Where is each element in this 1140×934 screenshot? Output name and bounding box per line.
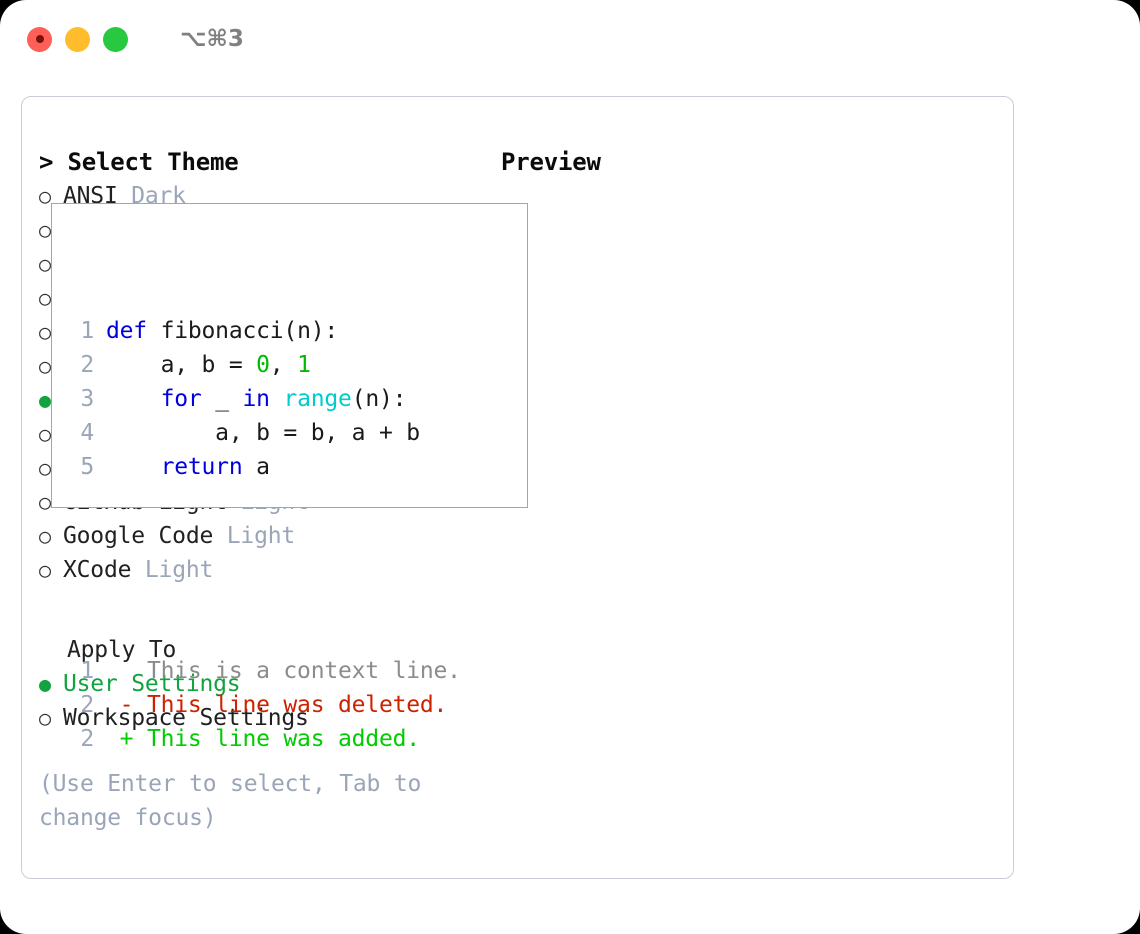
token-kw: in xyxy=(242,386,270,412)
token-num: 1 xyxy=(297,352,311,378)
token-fn: range xyxy=(283,386,352,412)
code-content: def fibonacci(n): xyxy=(106,314,338,348)
token-txt: a, b = xyxy=(106,352,257,378)
diff-line: 2 - This line was deleted. xyxy=(64,688,461,722)
theme-picker-title: > Select Theme xyxy=(39,148,239,176)
radio-unselected-icon: ○ xyxy=(39,456,51,480)
code-line: 3 for _ in range(n): xyxy=(64,382,461,416)
token-txt: (n): xyxy=(351,386,407,412)
code-line: 5 return a xyxy=(64,450,461,484)
theme-option-name: XCode xyxy=(63,557,132,583)
hint-text: (Use Enter to select, Tab to change focu… xyxy=(39,771,422,831)
theme-option[interactable]: ○ XCode Light xyxy=(39,553,479,587)
code-line: 1 def fibonacci(n): xyxy=(64,314,461,348)
token-txt xyxy=(106,454,161,480)
token-txt xyxy=(106,386,161,412)
radio-unselected-icon: ○ xyxy=(39,558,51,582)
apply-to-option[interactable]: ○ Workspace Settings xyxy=(39,701,479,735)
token-ctx: This is a context line. xyxy=(106,658,461,684)
code-line: 2 a, b = 0, 1 xyxy=(64,348,461,382)
radio-unselected-icon: ○ xyxy=(39,354,51,378)
keyboard-shortcut-label: ⌥⌘3 xyxy=(180,26,244,52)
apply-to-option[interactable]: ● User Settings xyxy=(39,667,479,701)
code-content: This is a context line. xyxy=(106,654,461,688)
token-del: - This line was deleted. xyxy=(106,692,448,718)
radio-unselected-icon: ○ xyxy=(39,706,51,730)
radio-unselected-icon: ○ xyxy=(39,320,51,344)
code-content: return a xyxy=(106,450,270,484)
maximize-window-button[interactable] xyxy=(103,26,128,52)
line-number: 2 xyxy=(80,726,94,752)
theme-option[interactable]: ○ Google Code Light xyxy=(39,519,479,553)
apply-to-option-name: Workspace Settings xyxy=(63,705,309,731)
close-window-button[interactable] xyxy=(27,26,52,52)
theme-option-category: Light xyxy=(213,523,296,549)
code-content: a, b = b, a + b xyxy=(106,416,420,450)
code-content: + This line was added. xyxy=(106,722,420,756)
theme-option-name: Google Code xyxy=(63,523,214,549)
token-txt: , xyxy=(269,352,298,378)
line-number: 4 xyxy=(80,420,94,446)
radio-unselected-icon: ○ xyxy=(39,184,51,208)
code-content: for _ in range(n): xyxy=(106,382,407,416)
theme-option-category: Light xyxy=(131,557,214,583)
line-number: 2 xyxy=(80,352,94,378)
minimize-window-button[interactable] xyxy=(65,26,90,52)
token-kw: return xyxy=(160,454,243,480)
preview-title: Preview xyxy=(501,148,601,176)
token-add: + This line was added. xyxy=(106,726,420,752)
line-number: 5 xyxy=(80,454,94,480)
preview-column: Preview xyxy=(501,145,1001,179)
line-number: 1 xyxy=(80,318,94,344)
code-content: - This line was deleted. xyxy=(106,688,448,722)
line-number: 1 xyxy=(80,658,94,684)
diff-line: 1 This is a context line. xyxy=(64,654,461,688)
radio-unselected-icon: ○ xyxy=(39,252,51,276)
token-txt: fibonacci(n): xyxy=(160,318,339,344)
main-panel: > Select Theme ○ANSI Dark○Atom One Dark○… xyxy=(21,96,1014,879)
radio-unselected-icon: ○ xyxy=(39,286,51,310)
token-txt: a xyxy=(242,454,270,480)
token-kw: for xyxy=(160,386,202,412)
diff-line: 2 + This line was added. xyxy=(64,722,461,756)
apply-to-title: Apply To xyxy=(67,637,177,663)
token-txt xyxy=(270,386,284,412)
apply-to-option-name: User Settings xyxy=(63,671,241,697)
radio-unselected-icon: ○ xyxy=(39,218,51,242)
token-kw: def xyxy=(106,318,161,344)
line-number: 2 xyxy=(80,692,94,718)
radio-unselected-icon: ○ xyxy=(39,524,51,548)
radio-selected-icon: ● xyxy=(39,388,51,412)
title-bar: ⌥⌘3 xyxy=(0,0,1140,78)
apply-to-list: ● User Settings ○ Workspace Settings xyxy=(39,667,479,735)
code-gap xyxy=(64,552,461,586)
radio-selected-icon: ● xyxy=(39,672,51,696)
radio-unselected-icon: ○ xyxy=(39,422,51,446)
diff-sample: 1 This is a context line.2 - This line w… xyxy=(64,654,461,756)
token-txt: a, b = b, a + b xyxy=(106,420,420,446)
code-line: 4 a, b = b, a + b xyxy=(64,416,461,450)
line-number: 3 xyxy=(80,386,94,412)
token-txt: _ xyxy=(201,386,243,412)
token-num: 0 xyxy=(256,352,270,378)
code-content: a, b = 0, 1 xyxy=(106,348,311,382)
traffic-lights xyxy=(27,26,128,52)
radio-unselected-icon: ○ xyxy=(39,490,51,514)
